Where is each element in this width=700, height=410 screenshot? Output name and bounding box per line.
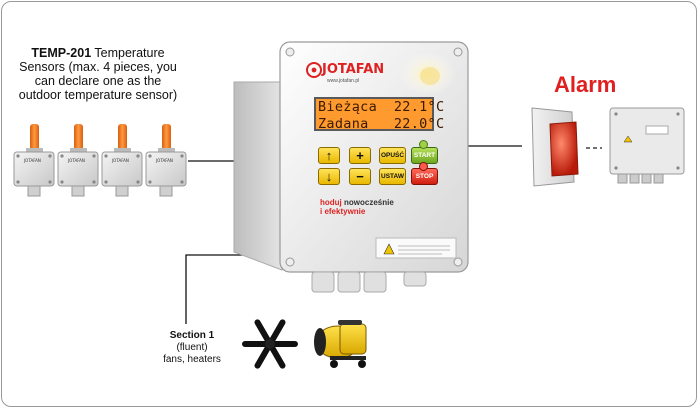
sensor-label: JOTAFAN: [23, 158, 41, 163]
sensor-description: Temperature Sensors (max. 4 pieces, you …: [18, 46, 178, 102]
svg-text:JOTAFAN: JOTAFAN: [111, 158, 129, 163]
temp-sensor-1: JOTAFAN: [13, 124, 55, 197]
siren-icon: [531, 107, 579, 187]
ustaw-button[interactable]: USTAW: [379, 168, 406, 185]
up-arrow-button[interactable]: ↑: [318, 147, 340, 164]
section-mode: (fluent): [176, 342, 208, 353]
down-arrow-button[interactable]: ↓: [318, 168, 340, 185]
warning-icon: [383, 243, 395, 255]
alarm-devices: [531, 107, 685, 187]
fan-icon: [242, 319, 298, 369]
mounting-bracket: [233, 81, 283, 271]
svg-text:JOTAFAN: JOTAFAN: [67, 158, 85, 163]
lcd-line-current: Bieżąca 22.1°C: [318, 99, 445, 115]
stop-indicator-led: [419, 162, 428, 171]
module-warning-icon: [623, 135, 633, 143]
lcd-line-setpoint: Zadana 22.0°C: [318, 116, 445, 132]
section-title: Section 1: [169, 330, 215, 341]
temp-sensor-4: JOTAFAN: [145, 124, 187, 197]
slogan-part-1: hoduj: [320, 198, 344, 207]
controller-brand: JOTAFAN: [322, 62, 385, 77]
temp-sensor-2: JOTAFAN: [57, 124, 99, 197]
section-devices: fans, heaters: [163, 354, 221, 365]
temp-sensor-3: JOTAFAN: [101, 124, 143, 197]
slogan-part-3: i efektywnie: [320, 207, 366, 216]
minus-button[interactable]: −: [349, 168, 371, 185]
lcd-display: Bieżąca 22.1°C Zadana 22.0°C: [314, 97, 445, 132]
cable-glands: [311, 271, 427, 293]
alarm-title: Alarm: [554, 72, 617, 97]
slogan-part-2: nowocześnie: [344, 198, 394, 207]
controller-url: www.jotafan.pl: [327, 78, 360, 84]
heater-icon: [314, 320, 367, 368]
section-devices-illustration: [242, 319, 367, 369]
svg-text:JOTAFAN: JOTAFAN: [155, 158, 173, 163]
section-label: Section 1 (fluent) fans, heaters: [152, 330, 232, 366]
slogan: hoduj nowocześnie i efektywnie: [320, 198, 394, 216]
sensor-model: TEMP-201: [31, 46, 92, 60]
plus-button[interactable]: +: [349, 147, 371, 164]
alarm-module-box: [609, 107, 685, 184]
opusc-button[interactable]: OPUŚĆ: [379, 147, 406, 164]
jotafan-logo-icon: [306, 62, 322, 78]
sensor-group: JOTAFAN JOTAFAN JOTAFAN JO: [13, 124, 187, 197]
sensor-caption: TEMP-201 Temperature Sensors (max. 4 pie…: [12, 46, 184, 102]
start-indicator-led: [419, 140, 428, 149]
warning-sticker: [375, 237, 457, 259]
